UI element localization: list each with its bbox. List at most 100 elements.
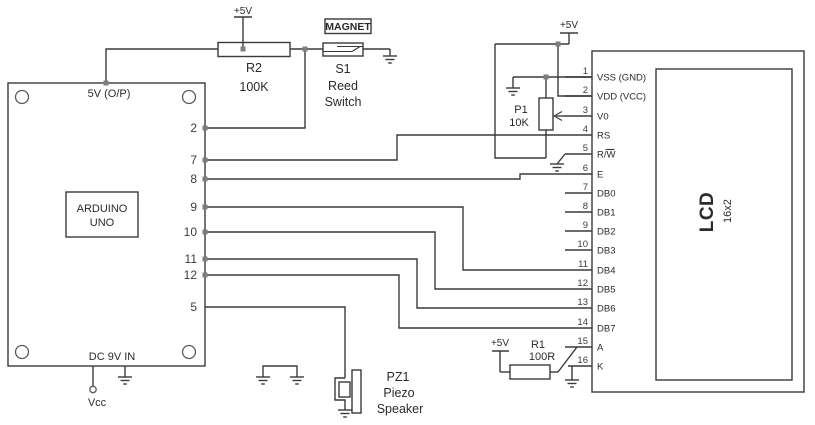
magnet-label: MAGNET <box>325 21 371 33</box>
pz1-ref-label: PZ1 <box>387 370 410 384</box>
wire-5v-out <box>105 48 218 83</box>
lcd-pin-number: 5 <box>583 143 588 154</box>
p1-value-label: 10K <box>509 117 529 129</box>
lcd-pin-number: 16 <box>577 355 588 366</box>
mounting-hole-icon <box>181 89 197 105</box>
pot-wiper-arrow-icon <box>552 111 563 121</box>
arduino-name-line1: ARDUINO <box>77 203 128 215</box>
mounting-hole-icon <box>14 89 30 105</box>
ground-icon <box>550 163 564 172</box>
piezo-element <box>338 381 351 398</box>
reed-envelope <box>322 42 364 57</box>
arduino-pin-11: 11 <box>185 252 208 266</box>
lcd-screen <box>655 68 793 381</box>
lcd-pin-number: 3 <box>583 105 588 116</box>
wire-pin8-e <box>205 173 565 180</box>
arduino-pin-2: 2 <box>190 121 208 135</box>
arduino-board: 5V (O/P) ARDUINO UNO DC 9V IN 2789101112… <box>7 80 208 409</box>
resistor-body <box>217 41 291 58</box>
arduino-pin-number: 7 <box>190 153 197 167</box>
resistor-r2: R2 100K <box>217 41 291 94</box>
piezo-plate <box>351 369 362 414</box>
magnet-callout: MAGNET <box>324 18 372 35</box>
plus5v-left-label: +5V <box>234 6 252 17</box>
lcd-pin-number: 8 <box>583 201 588 212</box>
lcd-pin-name: VDD (VCC) <box>597 92 646 103</box>
wire-5v-pot-loop <box>494 44 546 159</box>
s1-type-line2: Switch <box>325 95 362 109</box>
lcd-pin-3: 3V0 <box>565 105 609 123</box>
junction-dots <box>240 41 561 80</box>
pin-pad <box>202 125 208 131</box>
lcd-pin-name: DB4 <box>597 266 615 277</box>
p1-ref-label: P1 <box>514 104 527 116</box>
lcd-outline <box>591 50 805 393</box>
lcd-pin-name: DB2 <box>597 227 615 238</box>
vcc-terminal-icon <box>89 385 97 394</box>
lcd-pin-number: 10 <box>577 239 588 250</box>
arduino-pin-12: 12 <box>184 268 208 282</box>
lcd-pin-name: A <box>597 343 604 354</box>
lcd-subtitle: 16x2 <box>722 199 734 223</box>
junction-pad <box>302 46 308 52</box>
resistor-body <box>509 364 551 380</box>
arduino-pin-8: 8 <box>190 172 208 186</box>
wire-pin11-db6 <box>205 258 565 309</box>
pin-pad <box>202 272 208 278</box>
ground-icon <box>118 376 132 385</box>
plus5v-lcd-label: +5V <box>560 20 578 31</box>
wire-pin2-junction <box>205 49 306 129</box>
arduino-pin-number: 9 <box>190 200 197 214</box>
pz1-type-line1: Piezo <box>383 386 414 400</box>
pin-pad <box>202 229 208 235</box>
lcd-pin-number: 9 <box>583 220 588 231</box>
lcd-pin-6: 6E <box>565 163 603 181</box>
lcd-pin-number: 7 <box>583 182 588 193</box>
ground-icon <box>338 409 352 418</box>
reed-switch-s1: S1 Reed Switch <box>322 42 364 109</box>
arduino-pin-10: 10 <box>184 225 208 239</box>
arduino-pin-number: 12 <box>184 268 198 282</box>
pz1-type-line2: Speaker <box>377 402 424 416</box>
lcd-pin-name: R/W <box>597 150 616 161</box>
pin-pad <box>202 204 208 210</box>
lcd-pin-name: RS <box>597 131 610 142</box>
arduino-pin-9: 9 <box>190 200 208 214</box>
lcd-pin-number: 13 <box>577 297 588 308</box>
lcd-pin-name: DB7 <box>597 324 615 335</box>
plus5v-r1-label: +5V <box>491 338 509 349</box>
lcd-pin-name: DB0 <box>597 189 615 200</box>
s1-ref-label: S1 <box>335 62 350 76</box>
lcd-pin-name: E <box>597 170 603 181</box>
magnet-box <box>324 18 372 35</box>
lcd-pin-number: 6 <box>583 163 588 174</box>
lcd-pin-16: 16K <box>568 355 604 373</box>
ground-icon <box>256 376 270 385</box>
s1-type-line1: Reed <box>328 79 358 93</box>
potentiometer-p1: P1 10K <box>509 97 554 131</box>
piezo-pz1: PZ1 Piezo Speaker <box>338 369 424 416</box>
mounting-hole-icon <box>181 344 197 360</box>
lcd-pin-name: V0 <box>597 112 609 123</box>
junction-pad <box>555 41 561 47</box>
lcd-pin-number: 11 <box>578 259 588 270</box>
r1-ref-label: R1 <box>531 339 545 351</box>
arduino-power-in-label: DC 9V IN <box>89 351 136 363</box>
wire-pin7-rs <box>205 134 565 161</box>
r1-value-label: 100R <box>529 351 555 363</box>
lcd-pin-name: DB5 <box>597 285 615 296</box>
arduino-name-line2: UNO <box>90 217 115 229</box>
lcd-pin-number: 14 <box>577 317 588 328</box>
lcd-title: LCD <box>697 192 718 233</box>
lcd-pin-number: 4 <box>583 124 588 135</box>
mounting-hole-icon <box>14 344 30 360</box>
resistor-r1: R1 100R <box>509 339 555 380</box>
